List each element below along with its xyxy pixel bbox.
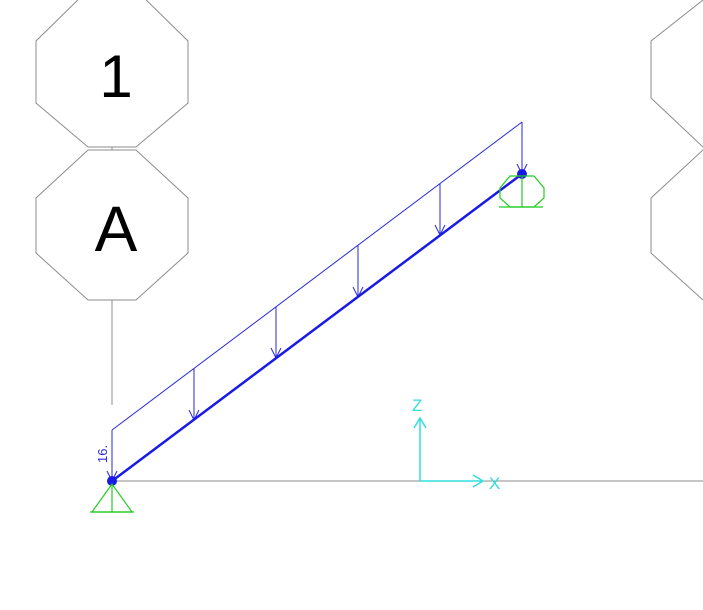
global-axes bbox=[413, 416, 485, 488]
grid-bubble-a-octagon bbox=[35, 149, 189, 301]
load-arrow bbox=[188, 368, 200, 422]
pin-support[interactable] bbox=[90, 482, 134, 513]
grid-bubble-1[interactable]: 1 bbox=[35, 0, 189, 148]
grid-bubble-1-octagon bbox=[35, 0, 189, 148]
joint-start[interactable] bbox=[107, 476, 117, 486]
z-axis-arrowhead bbox=[413, 416, 427, 429]
load-arrow bbox=[270, 307, 282, 360]
distributed-load[interactable] bbox=[106, 121, 528, 483]
x-axis-label: X bbox=[489, 474, 500, 493]
load-top-line bbox=[111, 121, 523, 431]
x-axis-arrowhead bbox=[472, 474, 485, 488]
grid-bubble-a[interactable]: A bbox=[35, 149, 189, 301]
roller-support[interactable] bbox=[499, 175, 545, 208]
load-arrow bbox=[434, 184, 446, 237]
load-arrow bbox=[352, 245, 364, 299]
grid-bubble-1-label: 1 bbox=[99, 43, 132, 110]
load-magnitude-label: 16. bbox=[95, 445, 110, 463]
frame-member[interactable] bbox=[111, 172, 523, 483]
grid-bubble-right-partial bbox=[650, 0, 703, 301]
load-arrow bbox=[516, 122, 528, 176]
grid-bubble-a-label: A bbox=[95, 193, 138, 265]
z-axis-label: Z bbox=[412, 396, 422, 415]
